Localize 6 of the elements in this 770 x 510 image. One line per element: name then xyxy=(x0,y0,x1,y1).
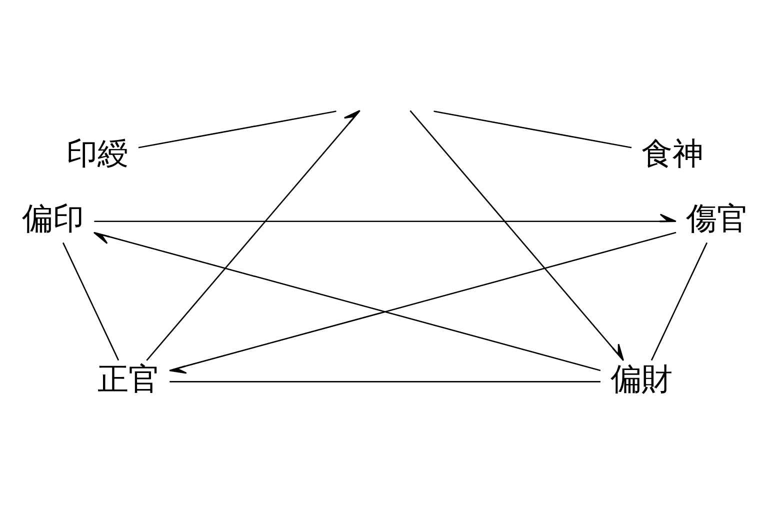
node-text: 印綬 xyxy=(66,135,129,172)
node-text: 傷官 xyxy=(686,200,748,237)
node-text: 偏印 xyxy=(22,200,84,237)
node-text: 正官 xyxy=(98,360,160,397)
node-text: 偏財 xyxy=(610,360,672,397)
node-text: 食神 xyxy=(641,135,704,172)
